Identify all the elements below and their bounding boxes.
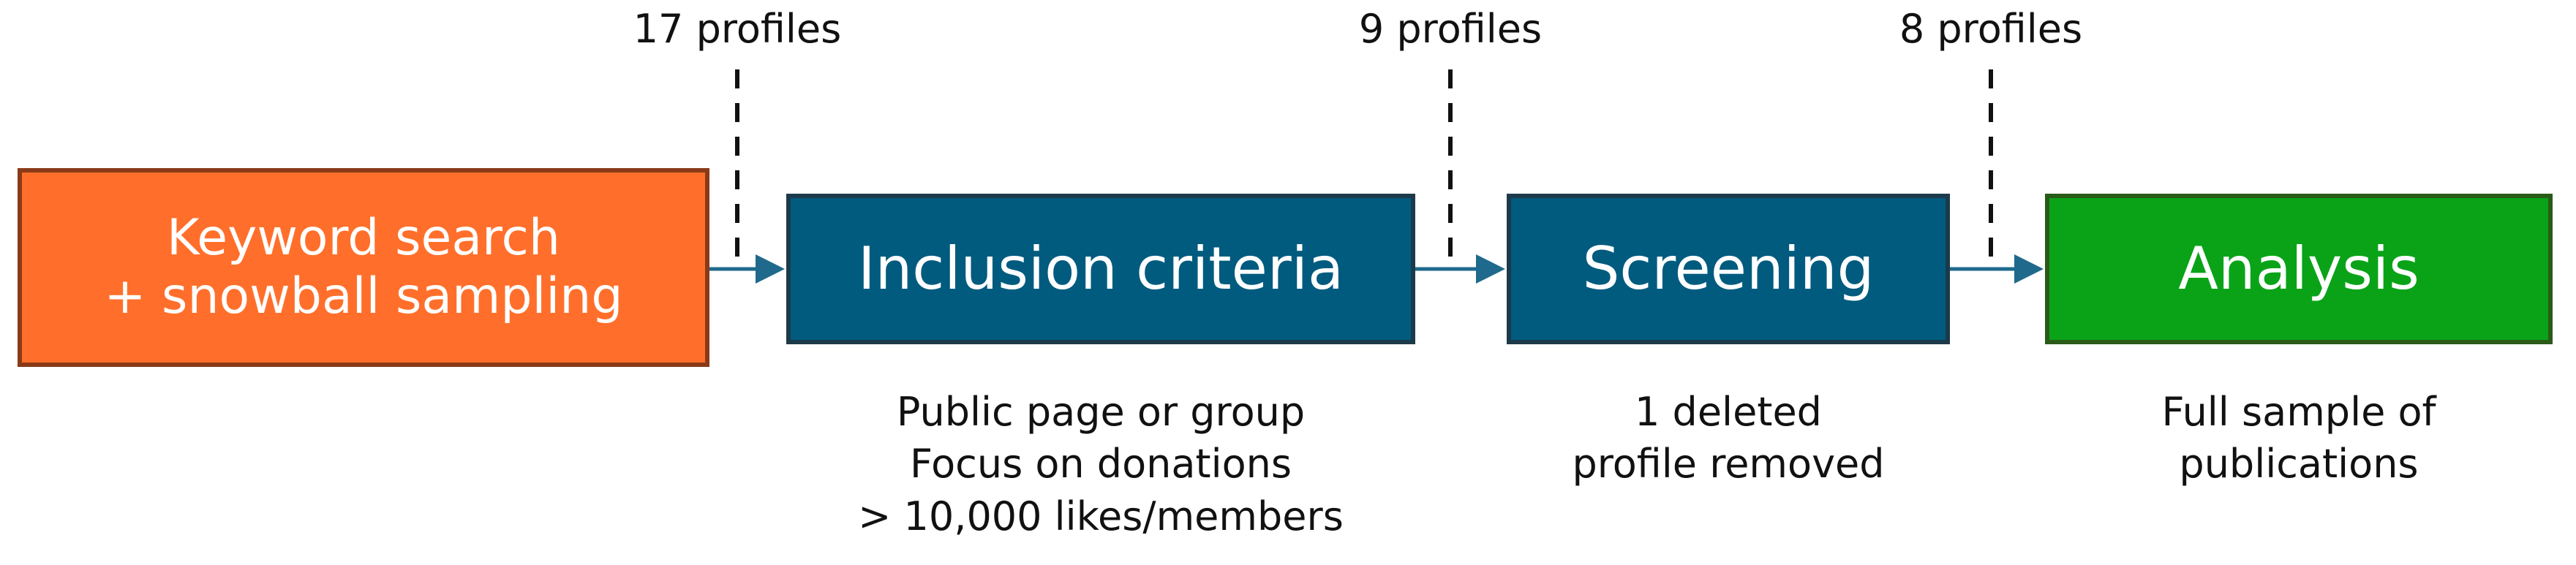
note-line: Full sample of xyxy=(2161,389,2436,435)
stage-analysis: Analysis xyxy=(2045,194,2553,344)
count-label-2: 9 profiles xyxy=(1358,6,1543,52)
count-label-1: 17 profiles xyxy=(633,6,842,52)
note-line: Focus on donations xyxy=(909,441,1292,488)
stage-screening: Screening xyxy=(1507,194,1950,344)
screening-note: 1 deleted profile removed xyxy=(1572,386,1884,490)
note-line: > 10,000 likes/members xyxy=(858,493,1344,539)
note-line: profile removed xyxy=(1572,441,1885,488)
stage-inclusion-criteria: Inclusion criteria xyxy=(786,194,1415,344)
analysis-note: Full sample of publications xyxy=(2161,386,2436,490)
inclusion-criteria-note: Public page or group Focus on donations … xyxy=(858,386,1344,542)
stage-keyword-search: Keyword search + snowball sampling xyxy=(18,168,709,367)
stage-label-line: + snowball sampling xyxy=(104,268,623,325)
note-line: publications xyxy=(2179,441,2419,488)
count-label-3: 8 profiles xyxy=(1899,6,2083,52)
stage-label-line: Keyword search xyxy=(167,208,560,267)
note-line: Public page or group xyxy=(896,389,1306,435)
note-line: 1 deleted xyxy=(1635,389,1822,435)
stage-label-line: Screening xyxy=(1582,234,1875,303)
stage-label-line: Analysis xyxy=(2178,234,2419,303)
stage-label-line: Inclusion criteria xyxy=(857,234,1344,303)
